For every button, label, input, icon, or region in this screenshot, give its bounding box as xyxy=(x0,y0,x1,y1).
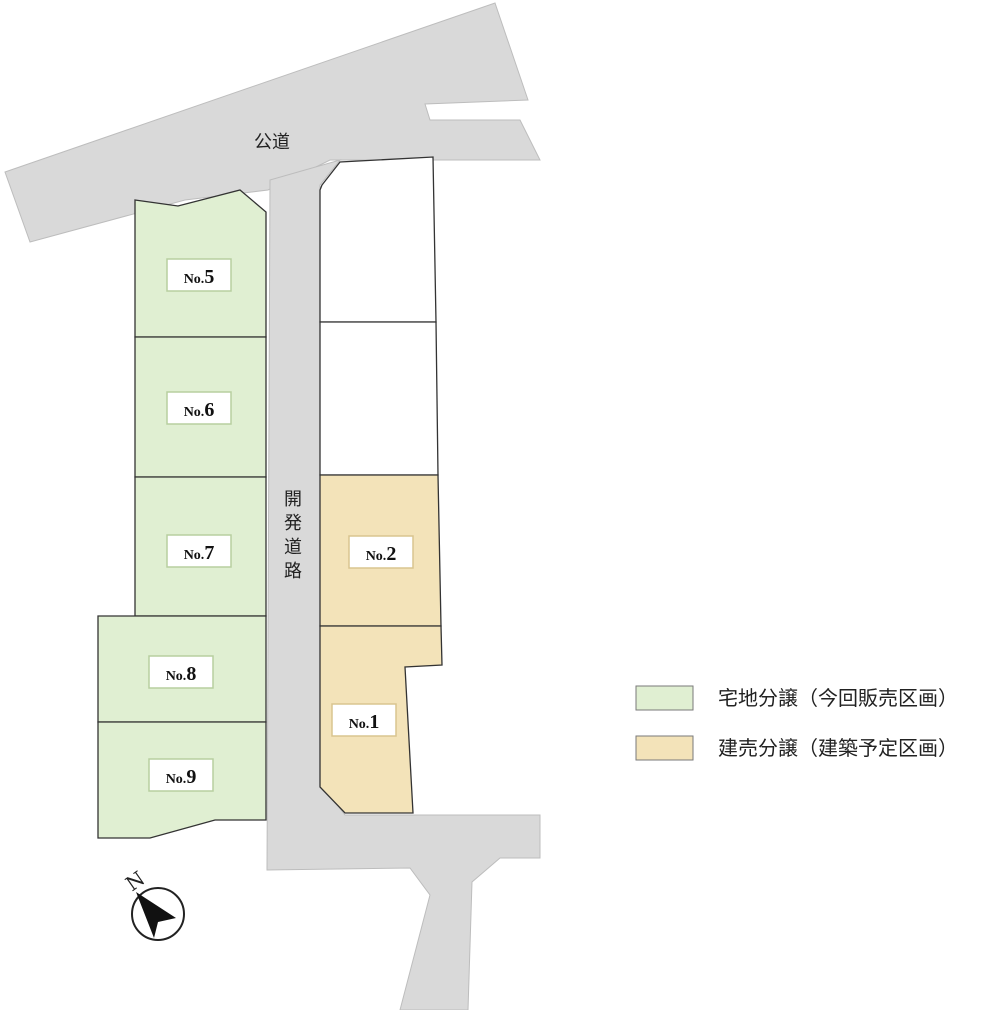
public-road-label: 公道 xyxy=(254,132,290,153)
dev-road-char-4: 路 xyxy=(284,561,302,582)
svg-text:No.7: No.7 xyxy=(184,542,215,564)
lot-label-7-no: No. xyxy=(184,548,205,563)
dev-road-label: 開 発 道 路 xyxy=(284,489,302,582)
lot-label-6-num: 6 xyxy=(204,399,214,421)
lot-label-9: No.9 xyxy=(148,758,214,792)
north-arrow-icon: N xyxy=(121,866,185,941)
svg-text:No.9: No.9 xyxy=(166,766,197,788)
lot-label-1-no: No. xyxy=(349,717,370,732)
dev-road-char-2: 発 xyxy=(284,513,302,534)
svg-text:No.1: No.1 xyxy=(349,711,380,733)
svg-text:No.2: No.2 xyxy=(366,543,397,565)
dev-road-char-1: 開 xyxy=(284,489,302,510)
dev-road-char-3: 道 xyxy=(284,537,302,558)
lot-label-5: No.5 xyxy=(166,258,232,292)
lot-upper-right-b xyxy=(319,321,439,476)
svg-text:No.5: No.5 xyxy=(184,266,215,288)
lot-label-2-num: 2 xyxy=(386,543,396,565)
lot-label-9-no: No. xyxy=(166,772,187,787)
legend-swatch-land xyxy=(635,685,694,711)
lot-label-7-num: 7 xyxy=(204,542,214,564)
lot-label-2: No.2 xyxy=(348,535,414,569)
lot-label-6: No.6 xyxy=(166,391,232,425)
svg-text:No.6: No.6 xyxy=(184,399,215,421)
lot-upper-right-a xyxy=(319,156,437,323)
lot-label-9-num: 9 xyxy=(186,766,196,788)
lot-label-5-no: No. xyxy=(184,272,205,287)
legend-label-land: 宅地分譲（今回販売区画） xyxy=(718,686,958,710)
lot-label-8-no: No. xyxy=(166,669,187,684)
svg-text:No.8: No.8 xyxy=(166,663,197,685)
legend-label-build: 建売分譲（建築予定区画） xyxy=(718,736,958,760)
lot-label-8: No.8 xyxy=(148,655,214,689)
public-road xyxy=(4,2,541,243)
legend: 宅地分譲（今回販売区画） 建売分譲（建築予定区画） xyxy=(635,685,958,761)
lot-label-1-num: 1 xyxy=(369,711,379,733)
lot-label-2-no: No. xyxy=(366,549,387,564)
lot-label-7: No.7 xyxy=(166,534,232,568)
lot-label-1: No.1 xyxy=(331,703,397,737)
lot-label-6-no: No. xyxy=(184,405,205,420)
lot-label-5-num: 5 xyxy=(204,266,214,288)
legend-swatch-build xyxy=(635,735,694,761)
lot-label-8-num: 8 xyxy=(186,663,196,685)
